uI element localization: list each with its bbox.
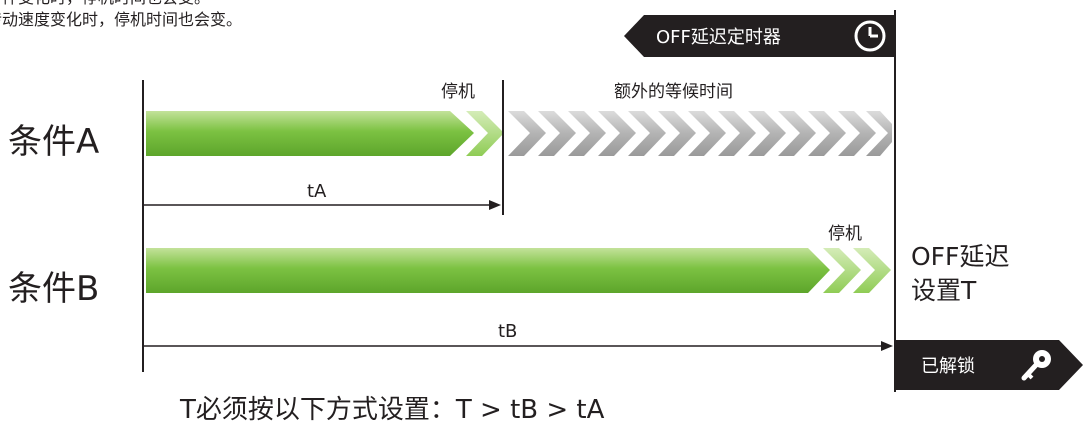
unlocked-label: 已解锁 — [921, 356, 975, 377]
condition-b-stop-label: 停机 — [828, 224, 862, 244]
condition-a-bar — [146, 111, 474, 156]
badge-right-point — [1059, 340, 1083, 390]
badge-left-point — [624, 15, 644, 57]
ta-arrow-head — [489, 200, 501, 210]
condition-a-stop-label: 停机 — [441, 82, 475, 102]
condition-a-label: 条件A — [8, 122, 100, 162]
extra-wait-label: 额外的等候时间 — [614, 82, 733, 102]
condition-b-bar — [146, 248, 830, 293]
note-line-2: 传动速度变化时，停机时间也会变。 — [0, 10, 243, 29]
note-line-1: 条件变化时，停机时间也会变。 — [0, 0, 210, 8]
extra-wait-chevrons — [508, 111, 892, 156]
unlocked-badge: 已解锁 — [895, 340, 1083, 390]
off-delay-setting-line-1: OFF延迟 — [911, 242, 1010, 271]
condition-b-label: 条件B — [8, 269, 100, 309]
condition-b-chevron-2 — [853, 248, 891, 293]
ta-label: tA — [307, 181, 327, 202]
clock-icon — [854, 20, 886, 52]
key-icon — [1021, 350, 1051, 381]
off-delay-timer-label: OFF延迟定时器 — [656, 27, 781, 48]
tb-label: tB — [498, 321, 518, 342]
condition-b-chevron-1 — [823, 248, 861, 293]
setting-rule: T必须按以下方式设置：T > tB > tA — [180, 395, 605, 425]
condition-a-chevron — [466, 111, 504, 156]
tb-arrow-head — [881, 341, 893, 351]
off-delay-timer-badge: OFF延迟定时器 — [624, 15, 895, 57]
off-delay-setting-line-2: 设置T — [911, 276, 977, 305]
